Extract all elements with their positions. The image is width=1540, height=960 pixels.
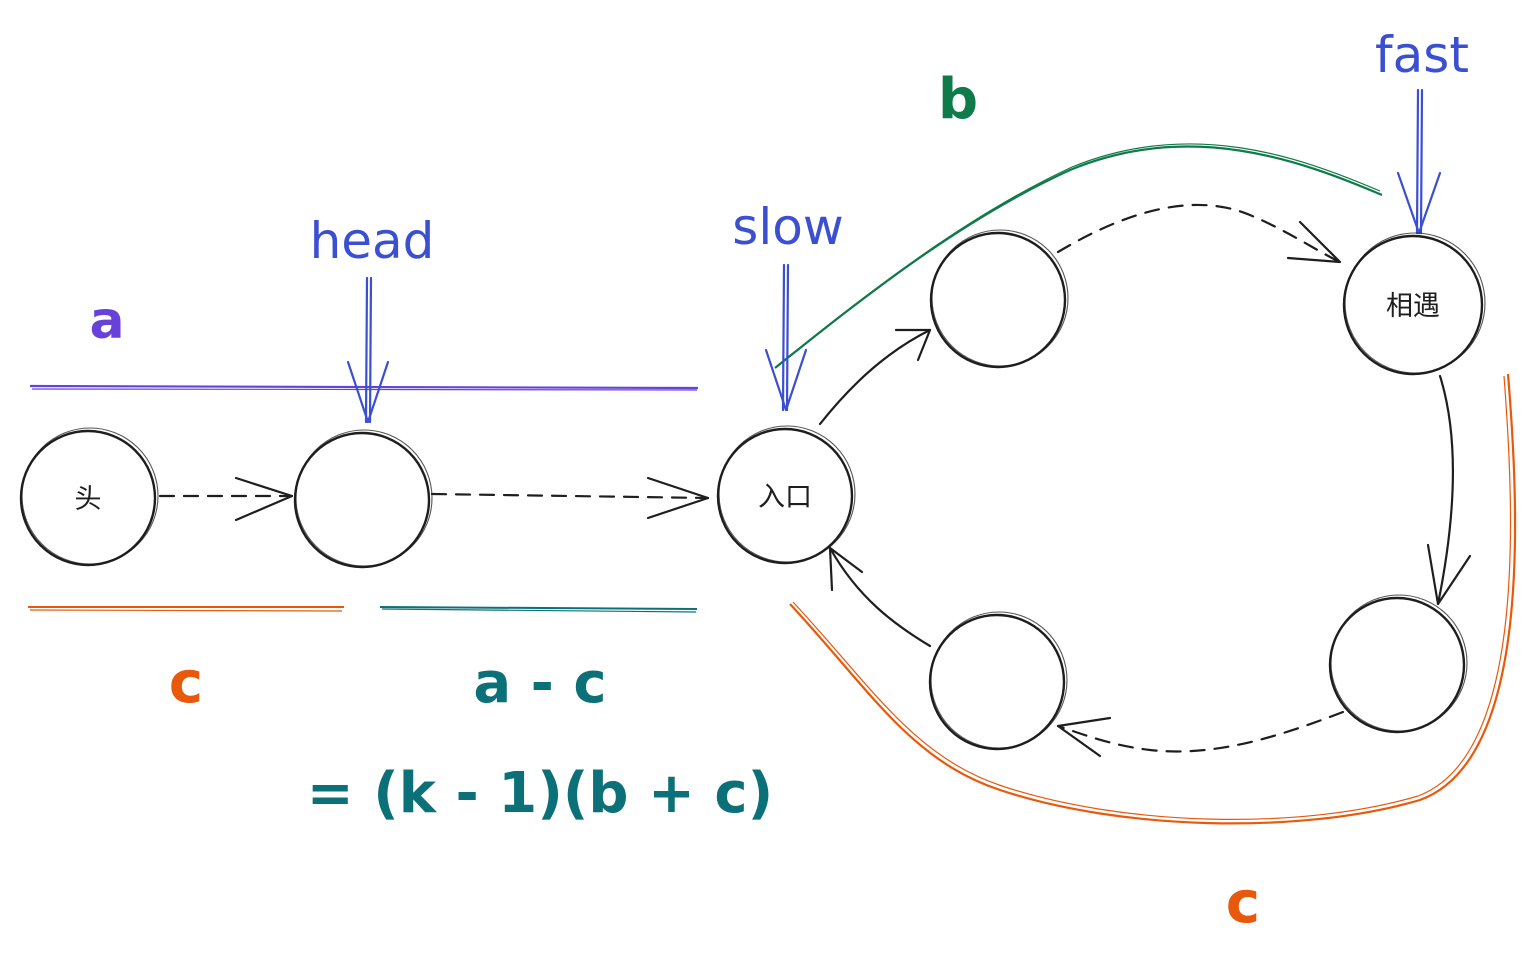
arrow-top-to-meeting	[1056, 203, 1342, 264]
slow-pointer-arrow	[764, 263, 808, 412]
head-pointer-arrow	[346, 276, 390, 424]
segment-a-line	[29, 384, 699, 391]
arrow-head-to-second	[158, 476, 294, 522]
entrance-node: 入口	[716, 425, 856, 565]
segment-b-label: b	[938, 67, 978, 132]
head-node: 头	[19, 427, 159, 567]
equation-label: = (k - 1)(b + c)	[307, 761, 773, 826]
top-cycle-node	[929, 229, 1069, 369]
head-node-label: 头	[75, 484, 102, 515]
second-node	[293, 429, 433, 569]
entrance-node-label: 入口	[758, 482, 812, 513]
segment-c-right-curve	[789, 373, 1517, 825]
head-pointer-label: head	[310, 212, 435, 270]
fast-pointer-label: fast	[1375, 26, 1469, 84]
slow-pointer-label: slow	[732, 198, 843, 256]
fast-pointer-arrow	[1396, 88, 1442, 235]
segment-a-label: a	[89, 291, 124, 351]
bottom-right-node	[1328, 594, 1468, 734]
meeting-node: 相遇	[1342, 232, 1486, 376]
segment-a-minus-c-line	[379, 606, 698, 613]
segment-c-right-label: c	[1226, 868, 1260, 936]
bottom-left-node	[928, 611, 1068, 751]
segment-c-left-label: c	[169, 648, 203, 716]
arrow-bottomleft-to-entrance	[828, 546, 932, 648]
segment-b-curve	[774, 143, 1383, 369]
arrow-second-to-entrance	[430, 476, 710, 520]
meeting-node-label: 相遇	[1386, 291, 1440, 322]
arrow-bottomright-to-bottomleft	[1056, 710, 1345, 758]
arrow-entrance-to-top	[818, 328, 932, 426]
segment-c-left-line	[28, 606, 344, 612]
segment-a-minus-c-label: a - c	[473, 651, 606, 716]
arrow-meeting-to-bottomright	[1426, 374, 1472, 606]
